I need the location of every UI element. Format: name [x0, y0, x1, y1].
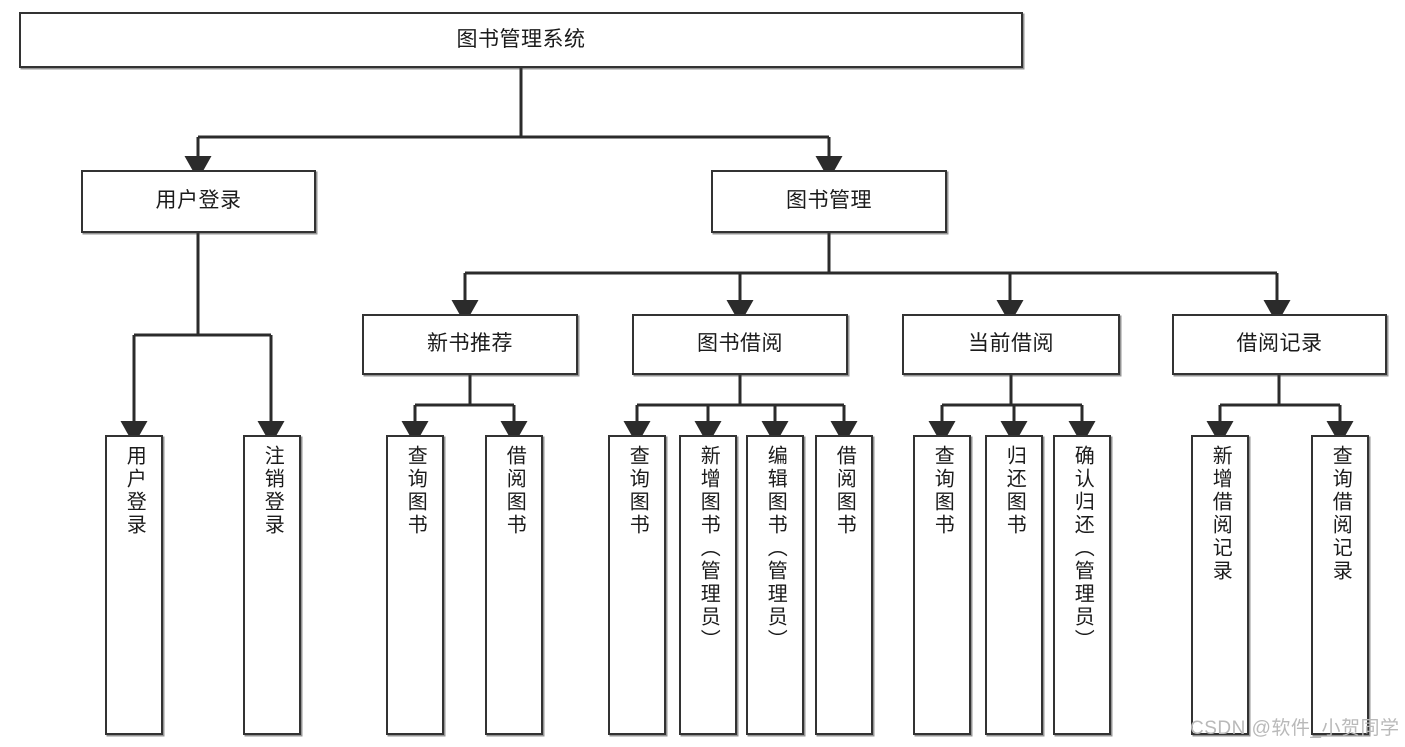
node-label: 确认归还（管理员） [1071, 445, 1094, 652]
node-label: 查询图书 [626, 445, 649, 537]
node-l-edit[interactable]: 编辑图书（管理员） [746, 435, 804, 735]
node-label: 图书管理 [786, 189, 872, 213]
node-l-borrow1[interactable]: 借阅图书 [485, 435, 543, 735]
node-label: 查询图书 [931, 445, 954, 537]
node-l-query1[interactable]: 查询图书 [386, 435, 444, 735]
node-newbook[interactable]: 新书推荐 [362, 314, 578, 375]
node-label: 当前借阅 [968, 332, 1054, 356]
node-l-confirm[interactable]: 确认归还（管理员） [1053, 435, 1111, 735]
node-l-addrec[interactable]: 新增借阅记录 [1191, 435, 1249, 735]
node-label: 新书推荐 [427, 332, 513, 356]
node-l-query3[interactable]: 查询图书 [913, 435, 971, 735]
node-label: 新增图书（管理员） [697, 445, 720, 652]
node-label: 借阅记录 [1236, 332, 1323, 356]
node-login[interactable]: 用户登录 [81, 170, 316, 233]
node-l-add[interactable]: 新增图书（管理员） [679, 435, 737, 735]
node-label: 归还图书 [1003, 445, 1026, 537]
node-label: 用户登录 [123, 445, 146, 537]
node-l-return[interactable]: 归还图书 [985, 435, 1043, 735]
node-l-query2[interactable]: 查询图书 [608, 435, 666, 735]
node-label: 借阅图书 [833, 445, 856, 537]
node-l-logout[interactable]: 注销登录 [243, 435, 301, 735]
node-label: 用户登录 [155, 189, 242, 213]
node-label: 新增借阅记录 [1209, 445, 1232, 583]
node-l-queryrec[interactable]: 查询借阅记录 [1311, 435, 1369, 735]
node-label: 借阅图书 [503, 445, 526, 537]
node-records[interactable]: 借阅记录 [1172, 314, 1387, 375]
node-current[interactable]: 当前借阅 [902, 314, 1120, 375]
node-label: 注销登录 [261, 445, 284, 537]
node-l-login[interactable]: 用户登录 [105, 435, 163, 735]
node-label: 图书管理系统 [456, 27, 586, 51]
node-root[interactable]: 图书管理系统 [19, 12, 1023, 68]
node-borrow[interactable]: 图书借阅 [632, 314, 848, 375]
node-label: 查询图书 [404, 445, 427, 537]
node-label: 查询借阅记录 [1329, 445, 1352, 583]
node-bookmgmt[interactable]: 图书管理 [711, 170, 947, 233]
watermark-text: CSDN @软件_小贺同学 [1190, 718, 1400, 739]
node-label: 编辑图书（管理员） [764, 445, 787, 652]
node-label: 图书借阅 [697, 332, 783, 356]
node-l-borrow2[interactable]: 借阅图书 [815, 435, 873, 735]
